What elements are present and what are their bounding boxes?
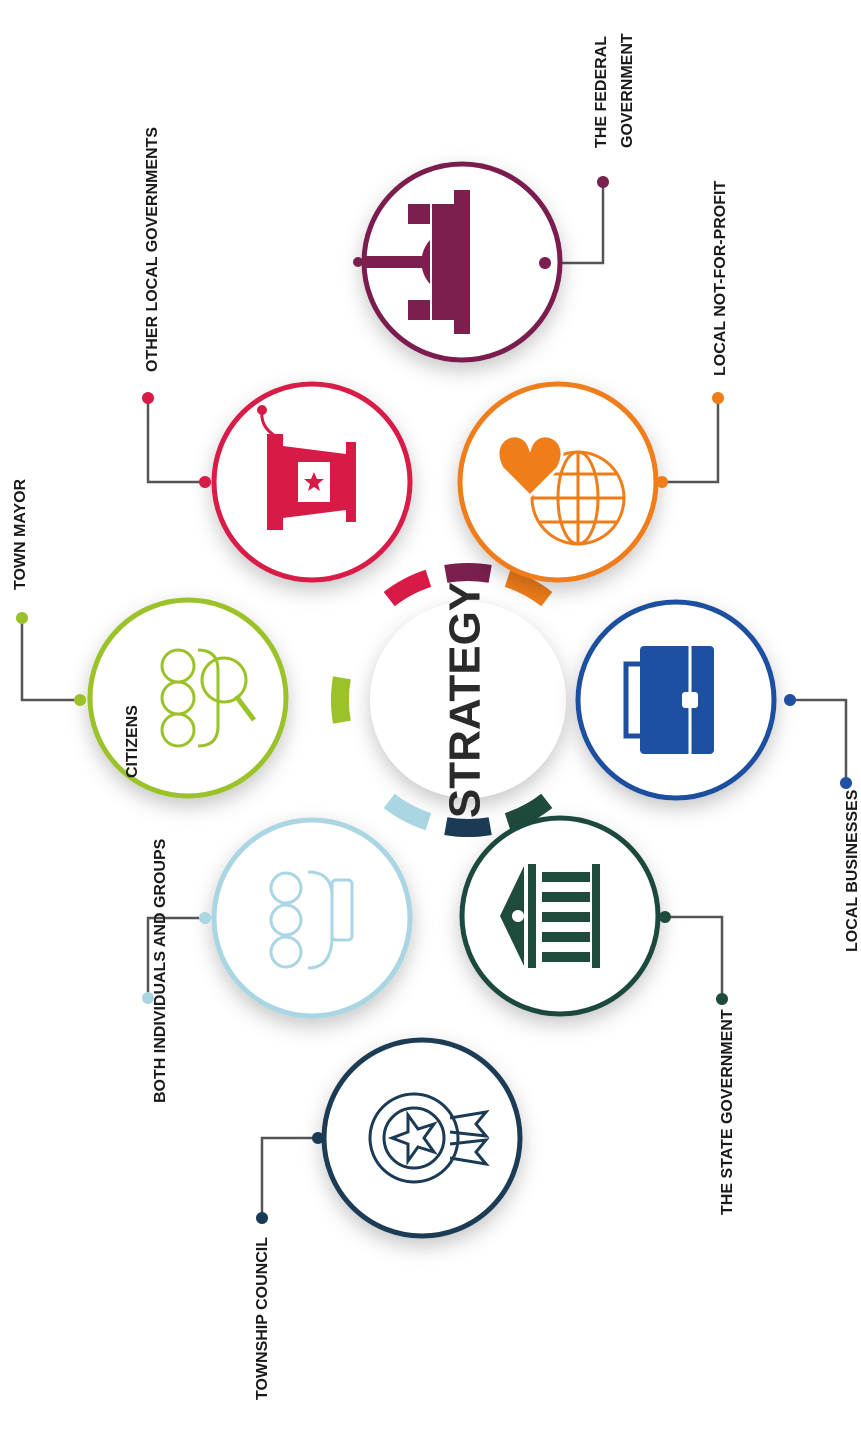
heart-globe-icon	[496, 434, 626, 546]
people-group-icon	[269, 870, 354, 970]
label-citizens-line1: CITIZENS	[124, 705, 141, 778]
label-state: THE STATE GOVERNMENT	[719, 1009, 736, 1215]
label-township: TOWNSHIP COUNCIL	[254, 1237, 271, 1400]
label-not-for-profit: LOCAL NOT-FOR-PROFIT	[712, 181, 729, 376]
label-town-mayor: TOWN MAYOR	[12, 478, 29, 590]
label-other-local: OTHER LOCAL GOVERNMENTS	[144, 127, 161, 372]
connector-line	[790, 698, 848, 783]
arc-segment-not-for-profit	[504, 569, 553, 607]
connector-dot	[199, 476, 211, 488]
connector-dot	[716, 993, 728, 1005]
node-state	[459, 815, 728, 1017]
node-local-businesses	[575, 599, 852, 801]
node-circle	[87, 597, 289, 799]
connector-line	[146, 916, 205, 998]
briefcase-icon	[623, 646, 714, 754]
arc-segment-town-mayor	[331, 676, 351, 724]
connector-dot	[840, 777, 852, 789]
connector-line	[545, 182, 605, 265]
podium-icon	[257, 405, 356, 530]
arc-segment-state	[504, 793, 553, 831]
label-federal-line1: THE FEDERAL	[593, 36, 610, 148]
stakeholder-nodes	[16, 161, 852, 1239]
connector-line	[665, 915, 724, 999]
node-other-local	[142, 381, 413, 583]
capitol-building-icon	[353, 190, 470, 334]
people-magnifier-icon	[160, 648, 256, 748]
node-township	[256, 1037, 523, 1239]
arc-segment-citizens	[383, 793, 432, 831]
connector-dot	[784, 694, 796, 706]
center-label: STRATEGY	[441, 582, 490, 818]
connector-line	[662, 398, 720, 484]
node-circle	[211, 817, 413, 1019]
center-hub: STRATEGY	[331, 563, 605, 837]
connector-dot	[712, 392, 724, 404]
connector-dot	[597, 176, 609, 188]
arc-segment-federal	[444, 563, 492, 583]
award-badge-icon	[368, 1092, 490, 1184]
connector-line	[20, 618, 80, 702]
node-federal	[353, 161, 609, 363]
connector-line	[146, 398, 205, 484]
node-circle	[321, 1037, 523, 1239]
label-citizens-line2: BOTH INDIVIDUALS AND GROUPS	[152, 838, 169, 1103]
connector-line	[260, 1136, 318, 1218]
node-town-mayor	[16, 597, 289, 799]
node-citizens	[142, 817, 413, 1019]
connector-dot	[659, 911, 671, 923]
connector-dot	[199, 912, 211, 924]
label-federal-line2: GOVERNMENT	[619, 33, 636, 148]
node-not-for-profit	[457, 381, 724, 583]
connector-dot	[539, 257, 551, 269]
connector-dot	[16, 612, 28, 624]
connector-dot	[142, 392, 154, 404]
arc-segment-other-local	[383, 569, 432, 607]
connector-dot	[74, 694, 86, 706]
connector-dot	[256, 1212, 268, 1224]
arc-segment-township	[444, 817, 492, 837]
labels: THE FEDERAL GOVERNMENT OTHER LOCAL GOVER…	[12, 33, 861, 1400]
label-local-businesses: LOCAL BUSINESSES	[844, 789, 861, 952]
connector-dot	[656, 476, 668, 488]
courthouse-icon	[500, 864, 600, 968]
connector-dot	[142, 992, 154, 1004]
connector-dot	[312, 1132, 324, 1144]
